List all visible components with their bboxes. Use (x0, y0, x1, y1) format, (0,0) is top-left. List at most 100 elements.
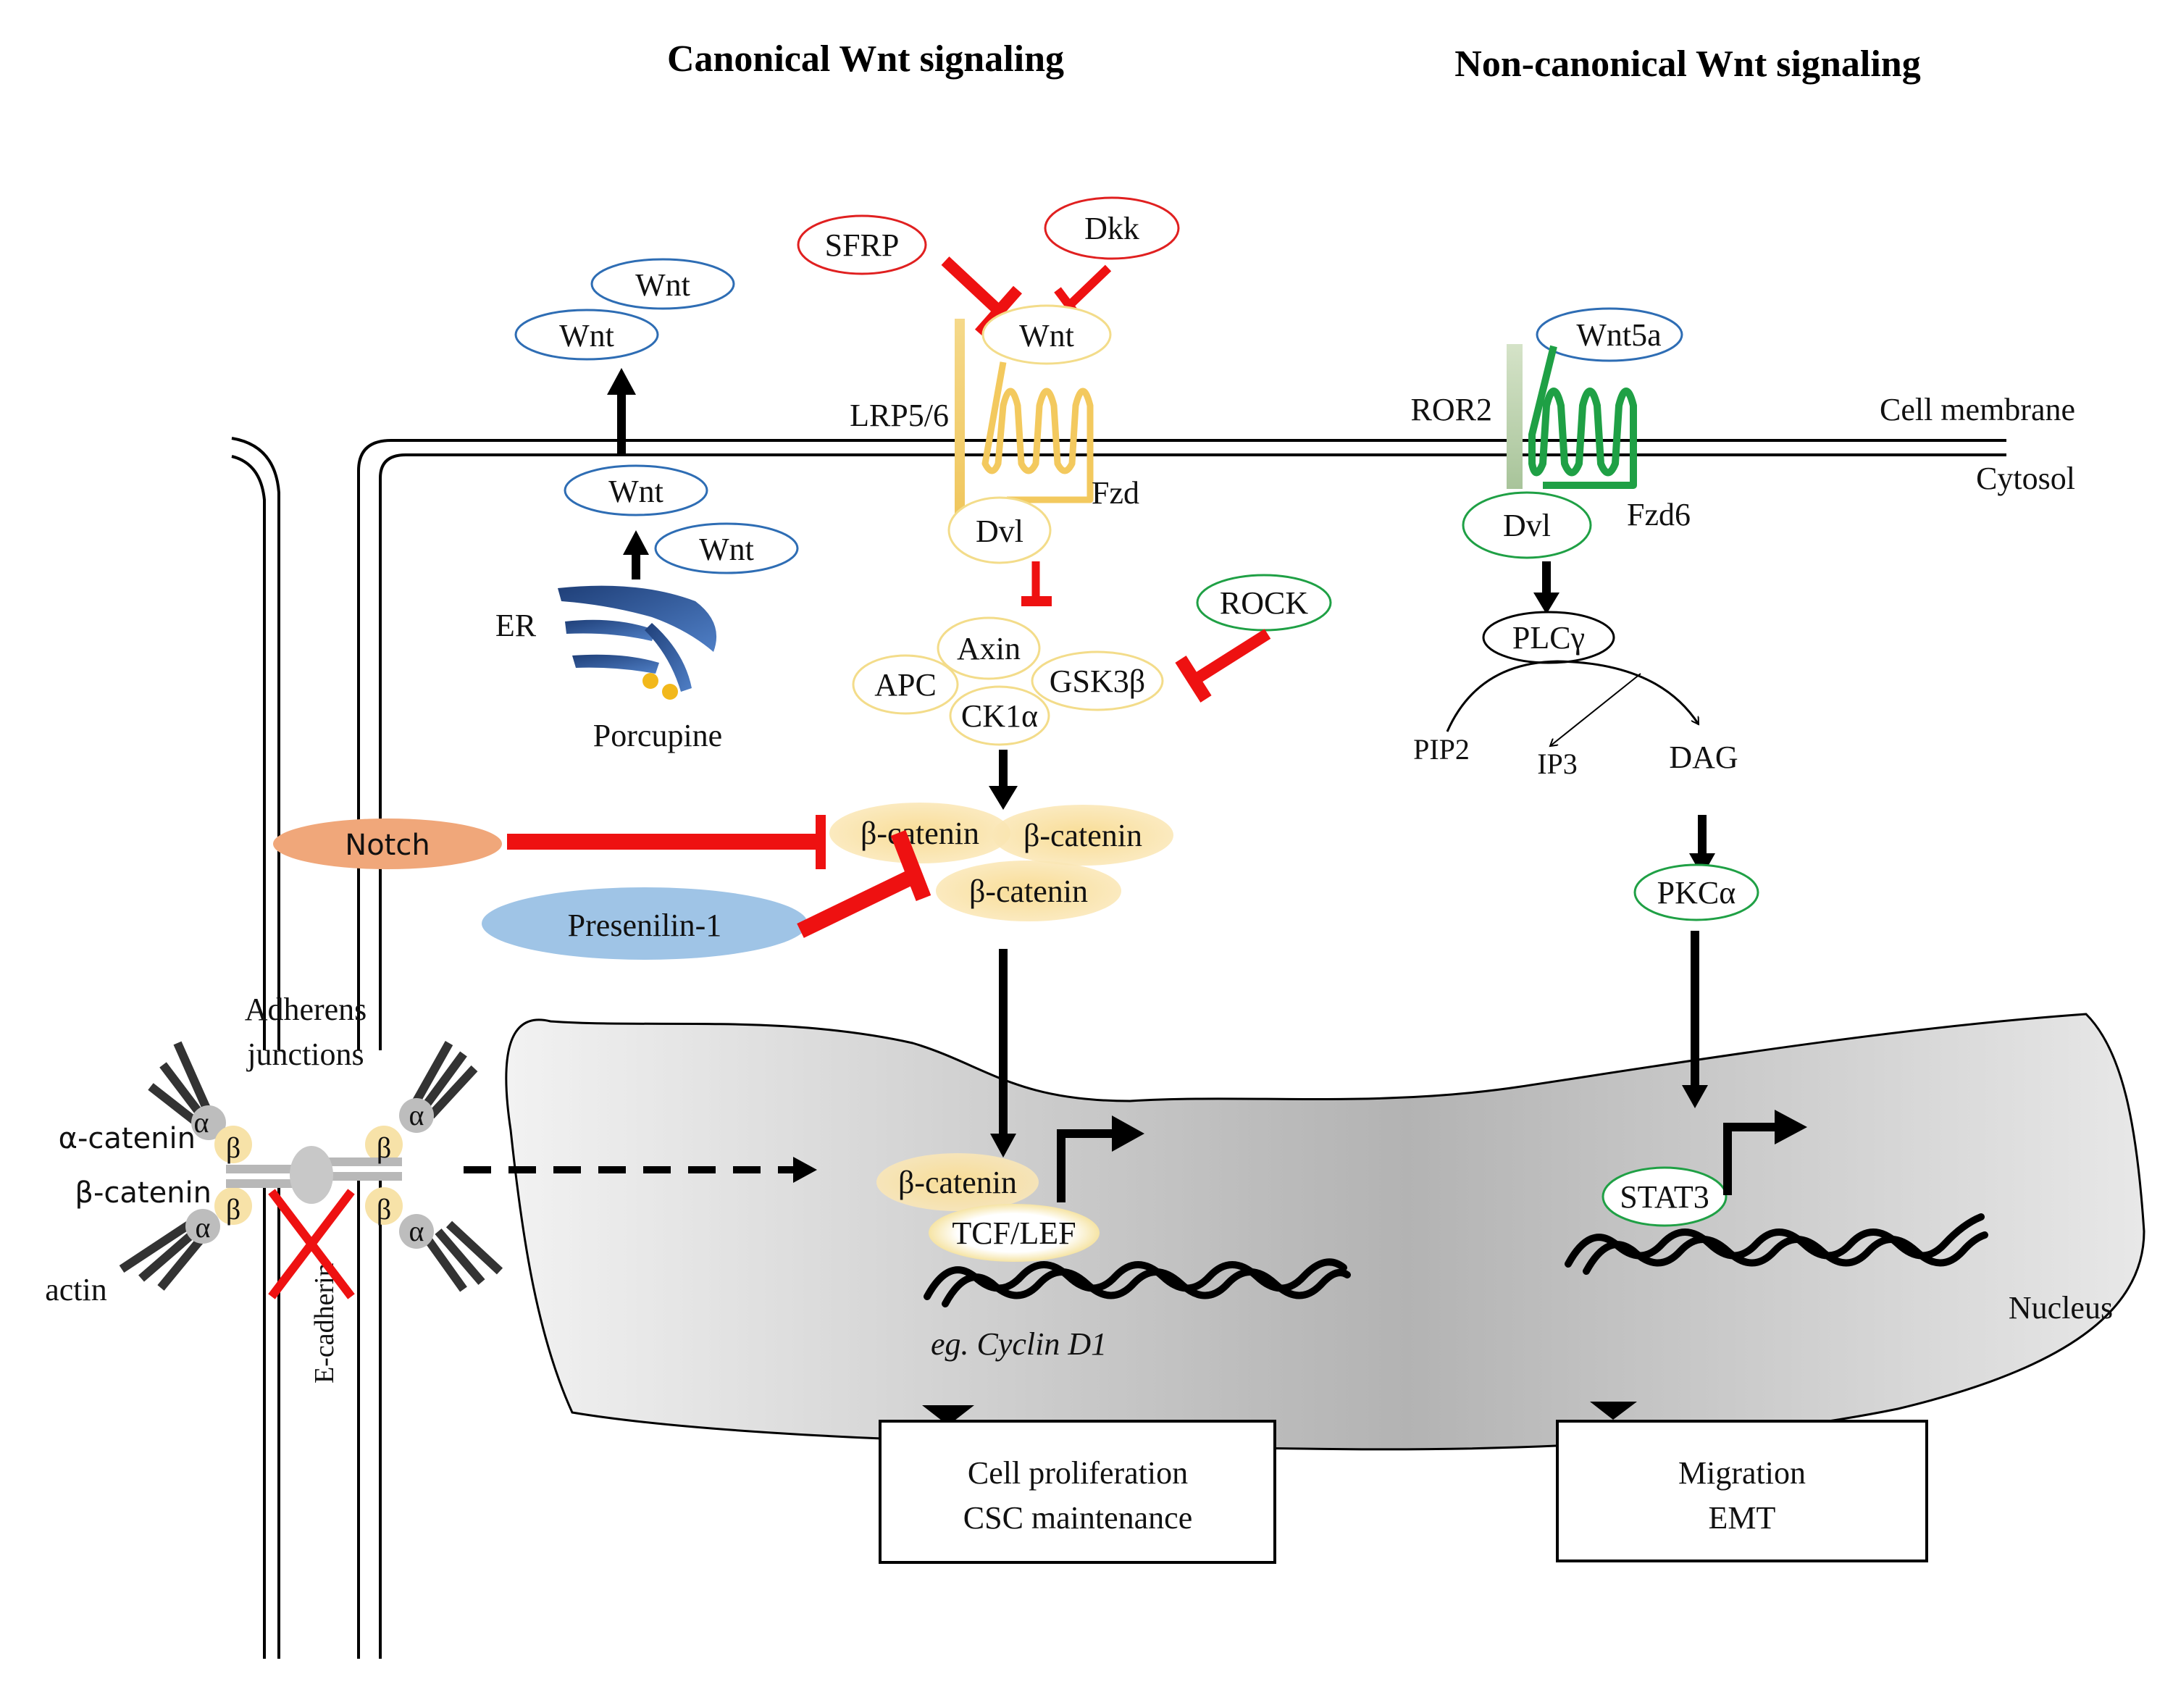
wnt5a-node[interactable] (1536, 307, 1683, 362)
plc-label: PLCγ (1512, 620, 1585, 656)
er-arrowhead (623, 530, 649, 555)
noncanonical-transcription-arrowhead (1775, 1110, 1807, 1144)
ror2-receptor (1507, 344, 1523, 489)
bcat-to-nucleus-arrowhead (990, 1134, 1016, 1157)
beta-letter-tr: β (377, 1131, 391, 1164)
canonical-wnt-ligand[interactable] (981, 304, 1112, 365)
dkk-node[interactable] (1044, 196, 1180, 260)
noncanonical-outcome-box (1556, 1420, 1928, 1562)
pip2-label: PIP2 (1413, 733, 1470, 766)
presenilin-node[interactable] (482, 887, 808, 960)
adherens-label-2: junctions (246, 1037, 364, 1072)
tcf-lef-node[interactable] (929, 1204, 1100, 1262)
nucleus-label: Nucleus (2009, 1290, 2113, 1326)
wnt5a-label: Wnt5a (1576, 317, 1661, 353)
cell-membrane (231, 437, 2006, 1659)
wnt-secretion: Wnt Wnt Wnt Wnt ER Porcupine (495, 258, 799, 753)
beta-catenin-circle-tr (365, 1126, 403, 1163)
pkc-label: PKCα (1657, 875, 1736, 910)
rock-inhibition (1175, 629, 1271, 703)
noncanonical-dvl-label: Dvl (1503, 508, 1551, 543)
alpha-letter-tr: α (409, 1099, 424, 1131)
alpha-letter-br: α (409, 1215, 424, 1247)
sfrp-label: SFRP (825, 227, 900, 263)
rock-label: ROCK (1220, 585, 1308, 621)
cytosolic-wnt-2-label: Wnt (699, 532, 754, 567)
cytosolic-wnt-1[interactable] (564, 464, 708, 516)
fzd-receptor (981, 361, 1094, 503)
target-gene-label: eg. Cyclin D1 (931, 1326, 1107, 1362)
canonical-outcome-line-2: CSC maintenance (963, 1500, 1193, 1536)
noncanonical-dvl-node[interactable] (1462, 491, 1592, 559)
pkc-node[interactable] (1633, 863, 1759, 921)
complex-to-bcat-arrowhead (989, 786, 1018, 810)
presenilin-label: Presenilin-1 (568, 908, 722, 943)
beta-catenin-2[interactable] (992, 805, 1173, 866)
gsk3b-label: GSK3β (1050, 663, 1145, 699)
alpha-catenin-label: α-catenin (59, 1122, 196, 1155)
ck1a-node[interactable] (949, 685, 1050, 746)
secreted-wnt-2[interactable] (514, 309, 659, 361)
canonical-outcome-line-1: Cell proliferation (968, 1455, 1188, 1491)
cytosolic-wnt-2[interactable] (654, 522, 799, 574)
beta-catenin-2-label: β-catenin (1023, 818, 1142, 853)
apc-label: APC (874, 667, 937, 703)
secreted-wnt-1[interactable] (590, 258, 735, 310)
beta-catenin-3[interactable] (936, 861, 1121, 921)
axin-label: Axin (957, 631, 1021, 666)
cytosol-label: Cytosol (1976, 461, 2075, 496)
fzd6-receptor (1528, 345, 1637, 489)
canonical-dna-icon (924, 1258, 1351, 1307)
canonical-title: Canonical Wnt signaling (667, 38, 1064, 80)
beta-letter-tl: β (226, 1131, 240, 1164)
notch-label: Notch (345, 829, 430, 862)
sfrp-node[interactable] (797, 214, 927, 275)
beta-catenin-circle-br (365, 1187, 403, 1225)
canonical-outcome-box (879, 1420, 1276, 1564)
canonical-wnt-label: Wnt (1019, 318, 1074, 353)
ck1a-label: CK1α (961, 698, 1038, 734)
ror2-label: ROR2 (1411, 392, 1492, 427)
alpha-catenin-circle-br (399, 1214, 434, 1249)
canonical-dvl-node[interactable] (947, 496, 1052, 564)
dag-label: DAG (1669, 740, 1738, 775)
adherens-junction (119, 1041, 503, 1292)
beta-letter-bl: β (226, 1193, 240, 1226)
beta-catenin-circle-bl (214, 1187, 252, 1225)
nuclear-beta-catenin-label: β-catenin (898, 1165, 1017, 1200)
pip2-reaction (1446, 660, 1700, 746)
porcupine-dot-1 (642, 673, 658, 689)
e-cadherin-loss-x-icon (268, 1189, 355, 1299)
notch-inhibition (507, 815, 826, 869)
cytosolic-wnt-1-label: Wnt (608, 474, 663, 509)
ip3-label: IP3 (1537, 748, 1578, 780)
alpha-letter-tl: α (194, 1106, 209, 1139)
destruction-complex: Axin APC GSK3β CK1α (852, 616, 1164, 746)
adherens-label-1: Adherens (245, 992, 367, 1027)
pkc-to-nucleus-arrowhead (1682, 1085, 1708, 1108)
noncanonical-outcome-triangle (1590, 1402, 1637, 1420)
nucleus (505, 1013, 2145, 1451)
dkk-label: Dkk (1084, 211, 1139, 246)
lrp-label: LRP5/6 (850, 398, 949, 433)
canonical-transcription-arrowhead (1112, 1115, 1144, 1152)
nuclear-beta-catenin[interactable] (876, 1153, 1039, 1211)
apc-node[interactable] (852, 654, 959, 715)
noncanonical-outcome-line-1: Migration (1678, 1455, 1806, 1491)
notch-node[interactable] (273, 819, 502, 869)
stat3-node[interactable] (1602, 1166, 1728, 1227)
beta-catenin-1[interactable] (829, 803, 1010, 863)
gsk3b-node[interactable] (1031, 650, 1164, 711)
beta-catenin-junction-label: β-catenin (75, 1176, 212, 1210)
noncanonical-title: Non-canonical Wnt signaling (1454, 43, 1920, 85)
secretion-arrowhead (607, 368, 636, 395)
dvl-inhibition (1021, 561, 1052, 606)
noncanonical-outcome-line-2: EMT (1709, 1500, 1776, 1536)
canonical-receptor: SFRP Dkk Wnt LRP5/6 Fzd Dvl (797, 196, 1180, 606)
stat3-label: STAT3 (1620, 1179, 1709, 1215)
beta-catenin-3-label: β-catenin (969, 874, 1088, 909)
axin-node[interactable] (937, 616, 1041, 680)
secreted-wnt-1-label: Wnt (635, 267, 690, 303)
canonical-transcription-arrow (1057, 1129, 1115, 1202)
canonical-dvl-label: Dvl (976, 514, 1023, 549)
